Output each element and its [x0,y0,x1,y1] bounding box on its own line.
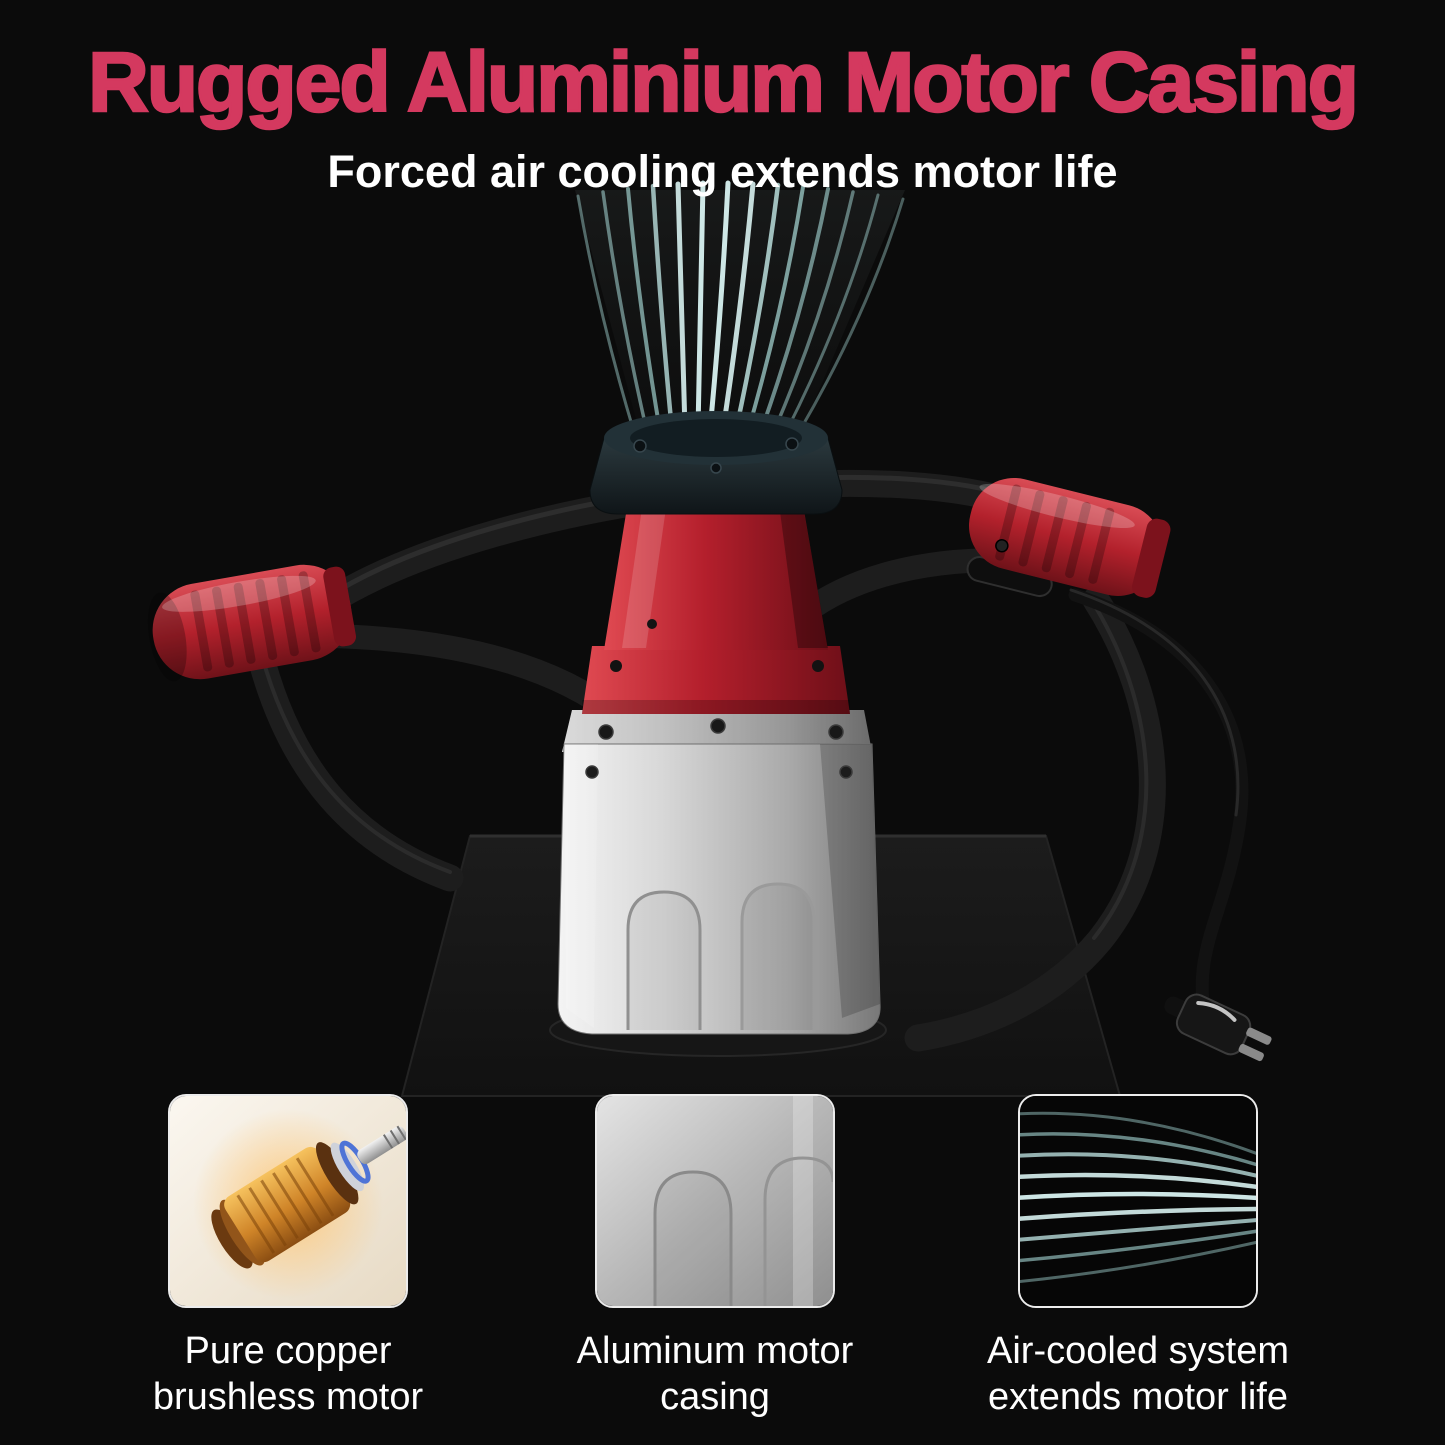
frame-down-tubes [248,586,1166,1052]
left-handle-grip [147,564,357,682]
caption-line: Air-cooled system [987,1330,1289,1372]
power-cord [1068,588,1249,1027]
caption-line: Pure copper [184,1330,392,1372]
aluminum-casing [557,710,881,1035]
feature-air-cooling: Air-cooled system extends motor life [918,1094,1358,1421]
feature-caption: Pure copper brushless motor [68,1328,508,1421]
aluminum-casing-thumbnail [595,1094,835,1308]
copper-motor-photo [170,1096,406,1306]
copper-motor-thumbnail [168,1094,408,1308]
caption-line: casing [660,1376,770,1419]
power-plug [1164,993,1272,1062]
aluminum-casing-photo [597,1096,833,1306]
airflow-streams [575,180,905,434]
caption-line: extends motor life [988,1376,1288,1419]
feature-caption: Aluminum motor casing [495,1328,935,1421]
feature-copper-motor: Pure copper brushless motor [68,1094,508,1421]
caption-line: brushless motor [152,1376,424,1419]
caption-line: Aluminum motor [576,1330,854,1372]
air-intake-cap [589,411,843,515]
subheadline: Forced air cooling extends motor life [327,146,1118,197]
air-cooling-thumbnail [1018,1094,1258,1308]
feature-aluminum-casing: Aluminum motor casing [495,1094,935,1421]
feature-caption: Air-cooled system extends motor life [918,1328,1358,1421]
headline: Rugged Aluminium Motor Casing [87,34,1360,131]
air-cooling-photo [1020,1096,1256,1306]
right-handle-grip [966,477,1171,598]
